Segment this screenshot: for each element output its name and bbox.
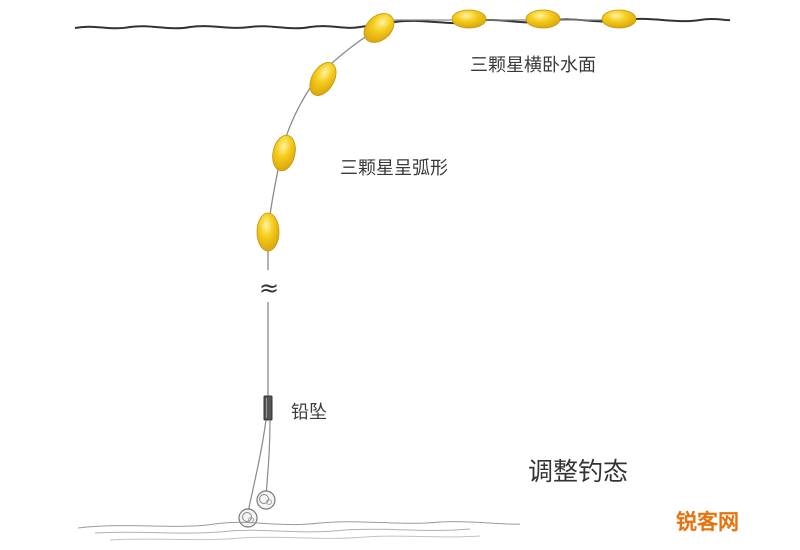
hook-leader-left xyxy=(247,419,267,513)
label-floats-in-arc: 三颗星呈弧形 xyxy=(340,158,448,179)
lake-bottom-line-1 xyxy=(77,521,521,529)
watermark-logo: 锐客网 xyxy=(676,510,739,534)
hook-leader-right xyxy=(265,419,271,497)
float-surface-2 xyxy=(525,9,561,29)
label-floats-on-surface: 三颗星横卧水面 xyxy=(470,55,596,76)
diagram-title: 调整钓态 xyxy=(528,457,629,486)
fishing-line-arc xyxy=(267,19,610,270)
bait-ball-upper xyxy=(256,490,276,510)
float-arc-4 xyxy=(256,212,280,252)
water-surface-line xyxy=(74,17,731,30)
float-surface-3 xyxy=(601,9,637,29)
float-surface-1 xyxy=(451,9,487,29)
sinker-weight xyxy=(263,395,273,421)
float-arc-1 xyxy=(363,13,395,43)
line-break-symbol: ≈ xyxy=(259,274,280,302)
label-sinker: 铅坠 xyxy=(291,402,327,423)
lake-bottom-line-3 xyxy=(109,535,481,541)
lake-bottom-line-2 xyxy=(94,528,471,534)
float-arc-3 xyxy=(272,134,296,172)
bait-ball-lower xyxy=(238,508,258,528)
float-arc-2 xyxy=(309,62,337,96)
